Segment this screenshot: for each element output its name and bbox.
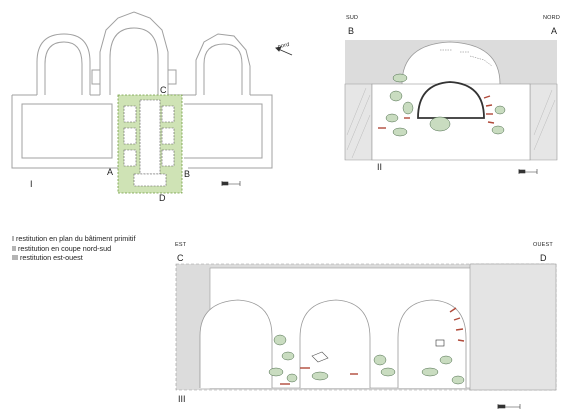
section-eo-dir-left: EST [175,242,187,248]
section-eo-scale-bar [497,404,521,409]
section-eo-numeral: III [178,394,186,404]
section-ns-inner-arch [417,81,485,119]
caption-line-2: II restitution en coupe nord-sud [12,243,112,253]
section-ns-letter-right: A [551,26,558,36]
section-ns-numeral: II [377,162,383,172]
plan-east-apse [195,33,251,95]
plan-corner-b: B [184,169,191,179]
section-ns-vault [401,41,501,85]
section-eo-letter-right: D [540,253,547,263]
plan-west-apse [36,33,91,95]
section-ns-letter-left: B [348,26,355,36]
section-eo-letter-left: C [177,253,184,263]
caption-line-1: I restitution en plan du bâtiment primit… [12,234,136,243]
section-eo-arch-west [199,299,273,388]
section-ns-scale-bar [518,169,538,174]
section-eo-dir-right: OUEST [533,242,553,248]
plan-corner-a: A [107,167,114,177]
plan-corner-c: C [160,85,167,95]
caption-line-3: III restitution est-ouest [12,253,83,263]
north-arrow-icon [275,46,293,56]
section-ns-dir-right: NORD [543,15,560,21]
section-eo-arch-east [397,299,467,388]
plan-numeral: I [30,179,33,189]
section-ns-dir-left: SUD [346,15,359,21]
plan-corner-d: D [159,193,166,203]
section-eo-arch-center [299,299,371,388]
figure-caption: I restitution en plan du bâtiment primit… [12,234,135,263]
plan-scale-bar [221,181,241,186]
plan-central-apse [99,11,169,95]
